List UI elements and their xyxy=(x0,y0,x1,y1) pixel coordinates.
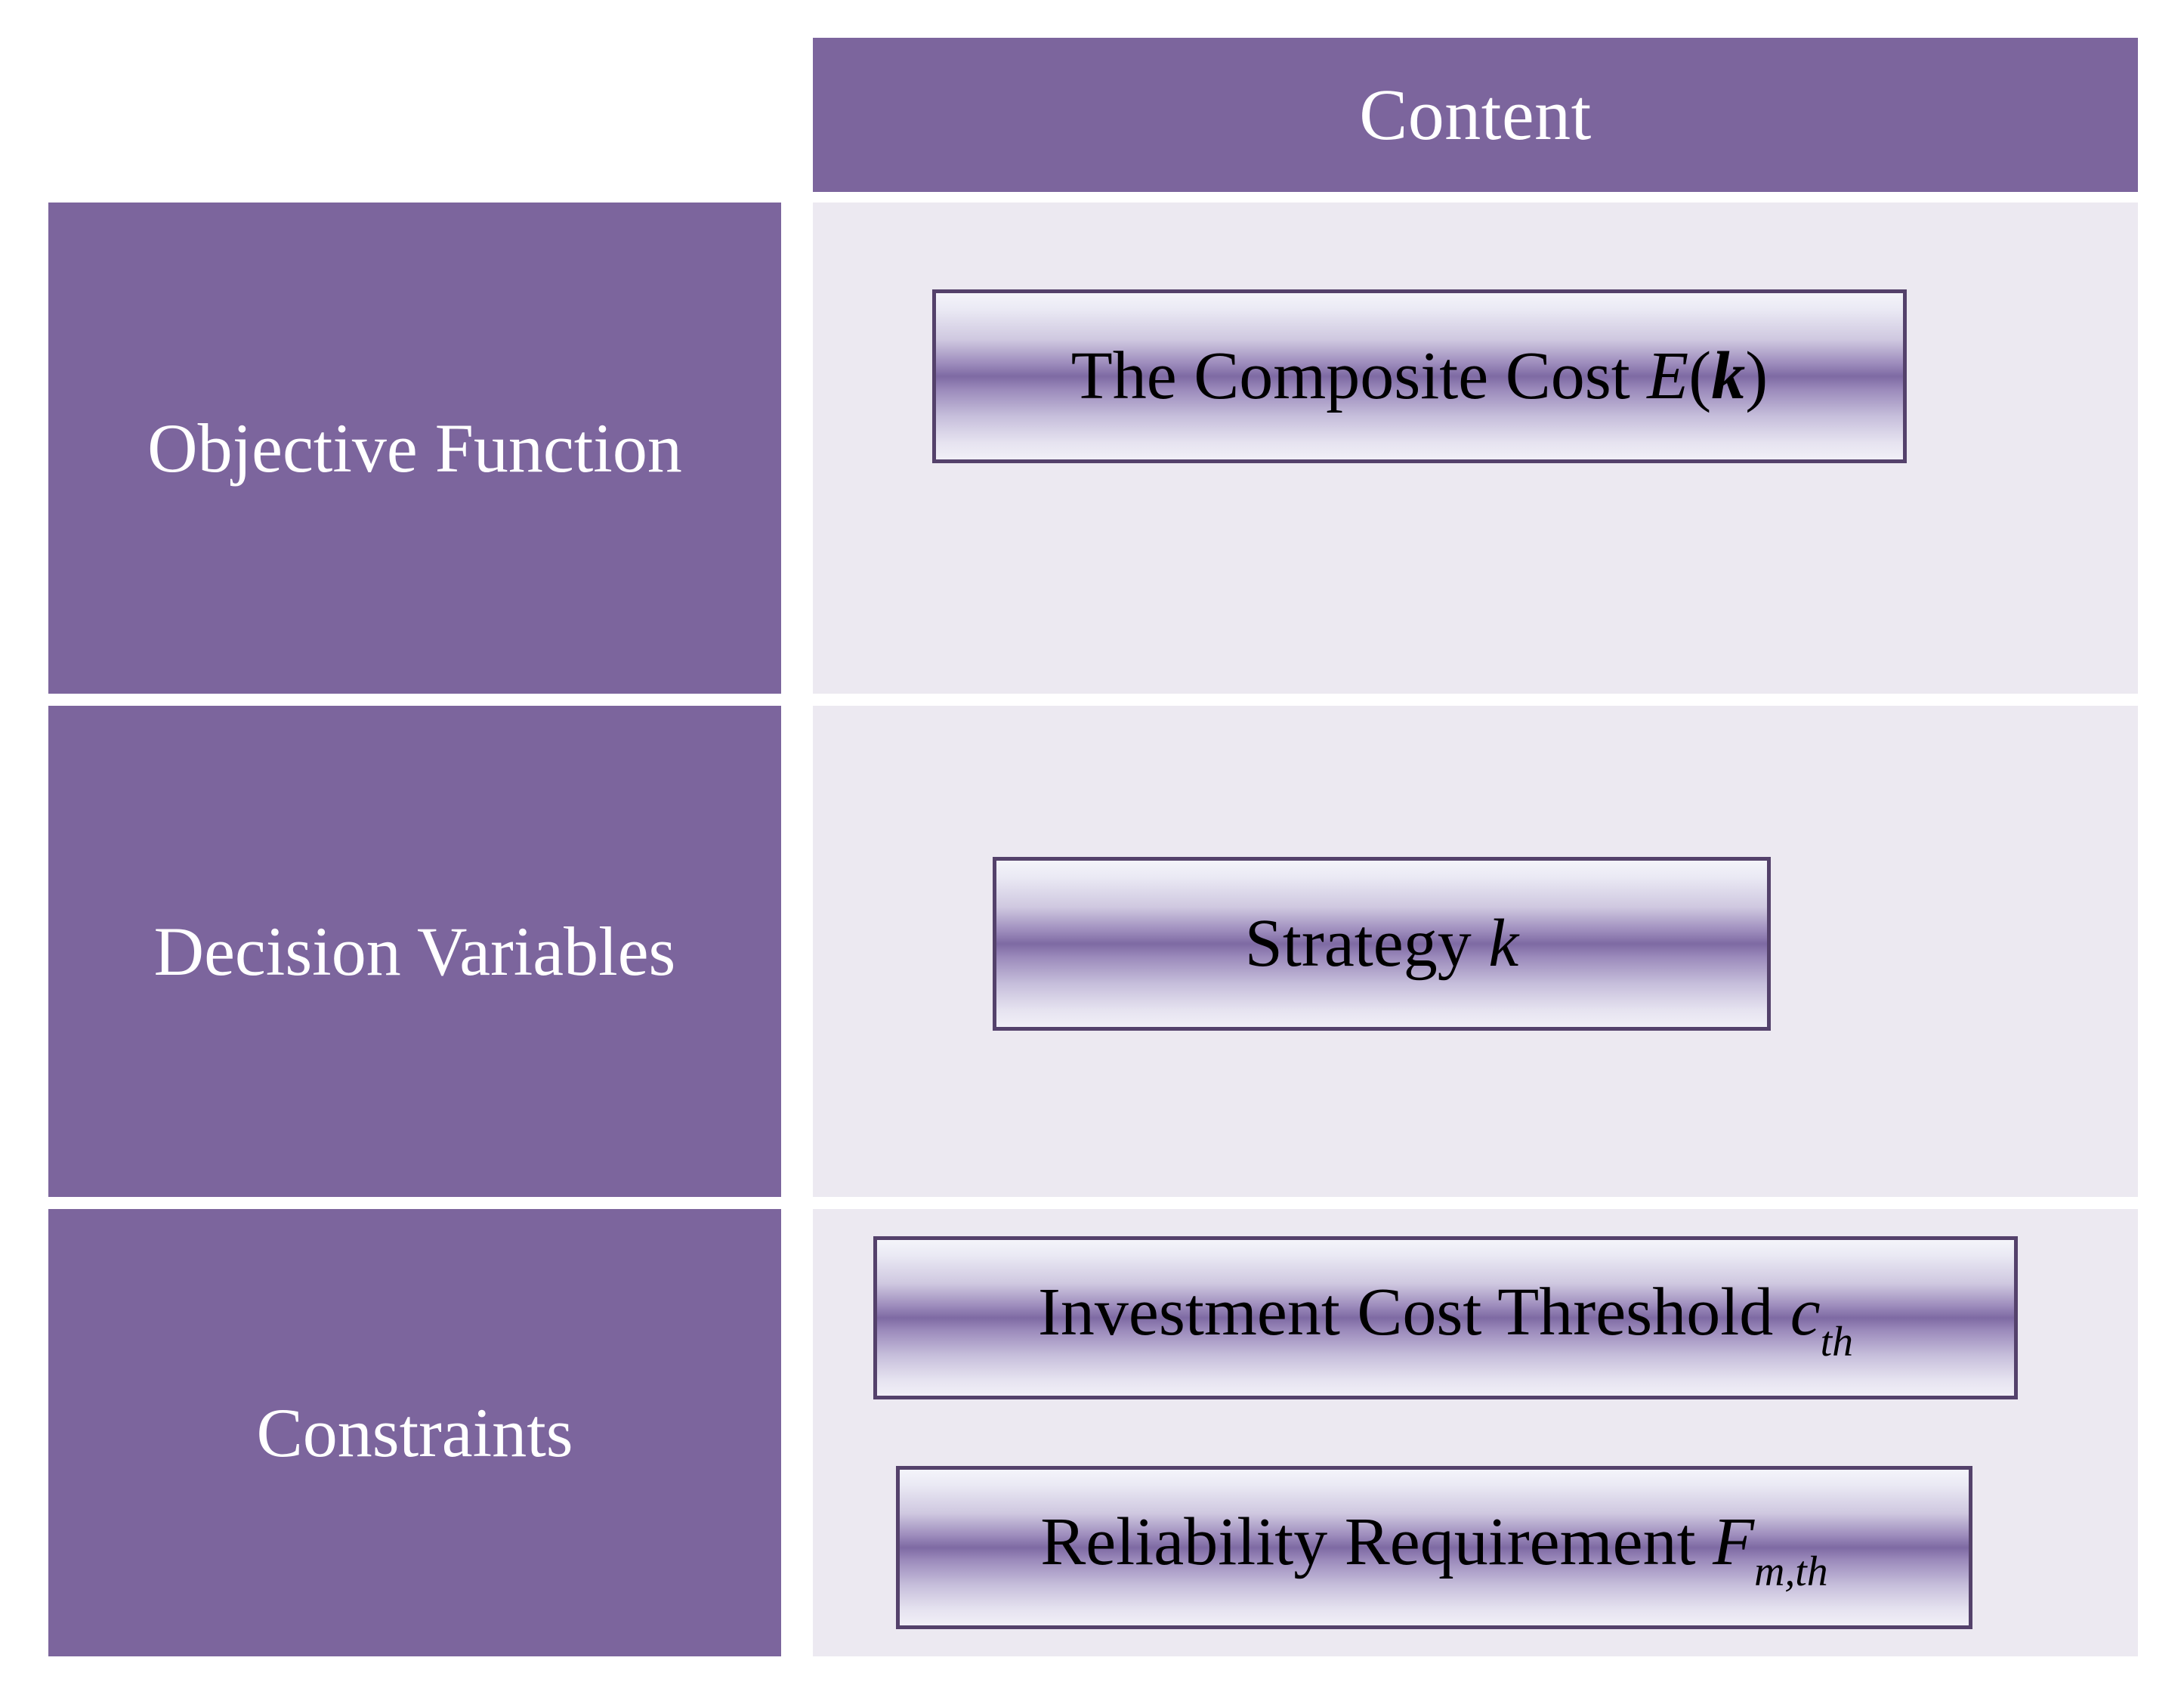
chip-investment-cost-threshold[interactable]: Investment Cost Threshold cth xyxy=(873,1236,2018,1399)
row-content-cell-objective-function: The Composite Cost E(k) xyxy=(813,203,2138,694)
chip-investment-cost-threshold-text: Investment Cost Threshold cth xyxy=(1038,1279,1853,1363)
chip-reliability-requirement-prefix: Reliability Requirement xyxy=(1040,1504,1713,1580)
chip-composite-cost-symbol: E xyxy=(1647,339,1689,413)
row-label-objective-function: Objective Function xyxy=(147,409,682,487)
column-header-label: Content xyxy=(1359,74,1592,155)
chip-reliability-requirement-text: Reliability Requirement Fm,th xyxy=(1040,1508,1827,1593)
chip-composite-cost-prefix: The Composite Cost xyxy=(1070,339,1648,413)
row-content-cell-decision-variables: Strategy k xyxy=(813,706,2138,1197)
chip-composite-cost[interactable]: The Composite Cost E(k) xyxy=(932,289,1907,463)
table-row-constraints: Constraints Investment Cost Threshold ct… xyxy=(48,1209,2138,1656)
chip-investment-cost-threshold-symbol: c xyxy=(1790,1275,1821,1350)
row-label-cell-constraints: Constraints xyxy=(48,1209,781,1656)
table-header-row: Content xyxy=(48,38,2138,192)
chip-reliability-requirement-symbol: F xyxy=(1713,1504,1755,1580)
chip-investment-cost-threshold-subscript: th xyxy=(1820,1319,1854,1366)
table-row-objective-function: Objective Function The Composite Cost E(… xyxy=(48,203,2138,694)
chip-reliability-requirement[interactable]: Reliability Requirement Fm,th xyxy=(896,1466,1972,1629)
row-label-constraints: Constraints xyxy=(256,1393,573,1471)
row-label-cell-objective-function: Objective Function xyxy=(48,203,781,694)
chip-composite-cost-argument: k xyxy=(1711,339,1746,413)
chip-composite-cost-open-paren: ( xyxy=(1688,339,1712,413)
header-cell-content: Content xyxy=(813,38,2138,192)
row-content-cell-constraints: Investment Cost Threshold cth Reliabilit… xyxy=(813,1209,2138,1656)
chip-strategy-prefix: Strategy xyxy=(1244,906,1489,981)
chip-strategy-symbol: k xyxy=(1488,906,1519,981)
chip-investment-cost-threshold-prefix: Investment Cost Threshold xyxy=(1037,1275,1790,1350)
row-label-cell-decision-variables: Decision Variables xyxy=(48,706,781,1197)
chip-strategy-text: Strategy k xyxy=(1245,910,1518,978)
chip-composite-cost-text: The Composite Cost E(k) xyxy=(1071,342,1768,410)
optimization-problem-table: Content Objective Function The Composite… xyxy=(48,38,2138,1656)
row-label-decision-variables: Decision Variables xyxy=(153,912,676,990)
chip-strategy[interactable]: Strategy k xyxy=(993,857,1771,1031)
chip-composite-cost-close-paren: ) xyxy=(1745,339,1769,413)
chip-reliability-requirement-subscript: m,th xyxy=(1754,1548,1828,1596)
table-row-decision-variables: Decision Variables Strategy k xyxy=(48,706,2138,1197)
